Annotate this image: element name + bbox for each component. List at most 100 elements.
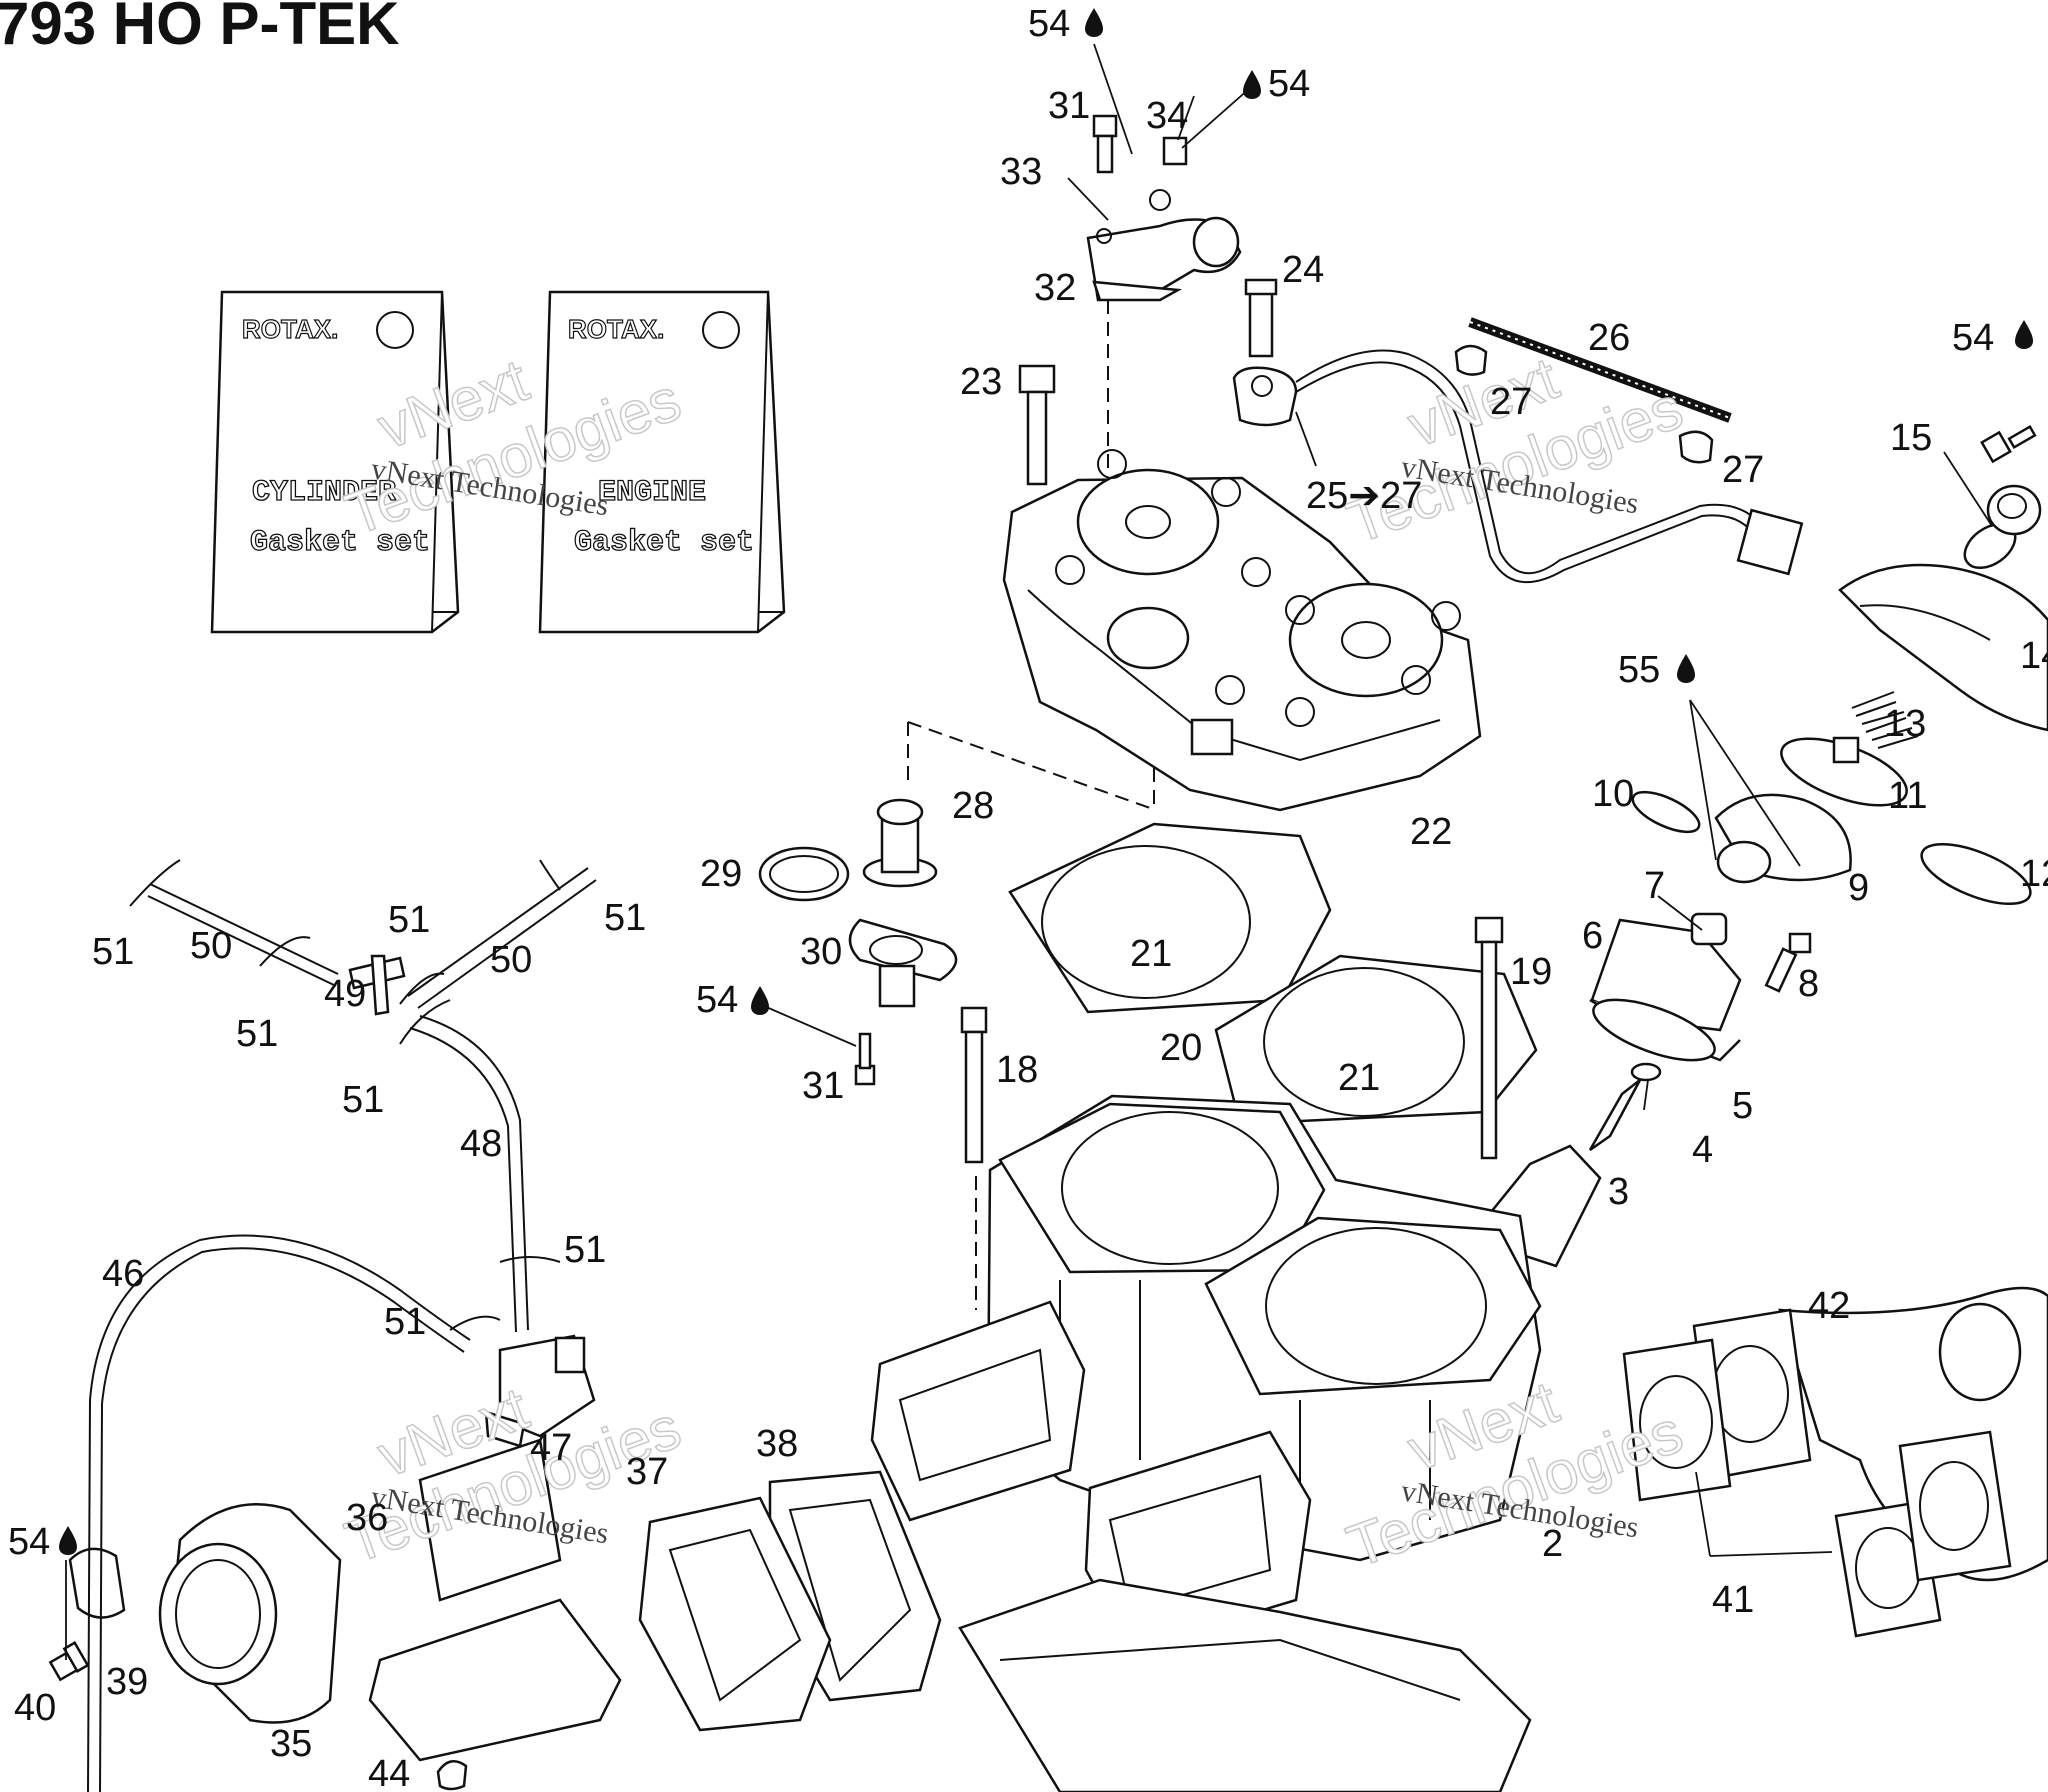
spring-13 xyxy=(1851,691,1919,749)
exhaust-gasket-41-d xyxy=(1898,1430,2012,1582)
callout-47: 47 xyxy=(530,1427,572,1469)
callout-22: 22 xyxy=(1410,811,1452,853)
reed-gasket-37 xyxy=(638,1496,832,1732)
fitting-15 xyxy=(1963,484,2042,570)
callout-2: 2 xyxy=(1542,1523,1563,1565)
callout-39: 39 xyxy=(106,1661,148,1703)
oring-29 xyxy=(758,846,850,902)
callout-23: 23 xyxy=(960,361,1002,403)
callout-36: 36 xyxy=(346,1497,388,1539)
callout-21: 21 xyxy=(1338,1057,1380,1099)
bag-brand: ROTAX. xyxy=(242,314,338,344)
screw-54-right xyxy=(1980,424,2037,464)
callout-49: 49 xyxy=(324,973,366,1015)
callout-24: 24 xyxy=(1282,249,1324,291)
callout-33: 33 xyxy=(1000,151,1042,193)
callout-8: 8 xyxy=(1798,963,1819,1005)
bag-subtitle: Gasket set xyxy=(250,526,430,560)
callout-34: 34 xyxy=(1146,95,1188,137)
valve-actuator-6 xyxy=(1589,912,1742,1062)
engine-gasket-set-bag: ROTAX. ENGINE Gasket set xyxy=(538,290,786,634)
bag-brand: ROTAX. xyxy=(568,314,664,344)
valve-housing-14 xyxy=(1838,563,2048,732)
callout-27: 27 xyxy=(1722,449,1764,491)
head-gasket-21-upper xyxy=(1008,822,1332,1014)
callout-25-27: 25➔27 xyxy=(1306,475,1422,517)
callout-51: 51 xyxy=(564,1229,606,1271)
callout-35: 35 xyxy=(270,1723,312,1765)
clip-51-set xyxy=(129,859,561,1331)
oring-12 xyxy=(1920,842,2032,906)
callout-54: 54 xyxy=(1268,63,1310,105)
hose-46 xyxy=(87,1234,471,1792)
callout-50: 50 xyxy=(490,939,532,981)
callout-54: 54 xyxy=(8,1521,50,1563)
oring-10 xyxy=(1631,790,1701,834)
callout-6: 6 xyxy=(1582,915,1603,957)
carb-flange-35 xyxy=(158,1503,342,1724)
callout-21: 21 xyxy=(1130,933,1172,975)
solenoid-valve-47 xyxy=(484,1334,596,1448)
screw-8 xyxy=(1764,932,1812,993)
bag-title: ENGINE xyxy=(598,476,706,510)
callout-7: 7 xyxy=(1644,865,1665,907)
exhaust-gasket-41-b xyxy=(1622,1338,1732,1502)
bolt-31-mid xyxy=(854,1032,876,1086)
stud-19 xyxy=(1474,916,1504,1160)
callout-51: 51 xyxy=(384,1301,426,1343)
water-outlet-housing xyxy=(1086,189,1242,302)
callout-9: 9 xyxy=(1848,867,1869,909)
hose-48 xyxy=(409,1015,529,1333)
drop-icon xyxy=(1677,654,1695,683)
tee-fitting-49 xyxy=(348,954,406,1016)
callout-32: 32 xyxy=(1034,267,1076,309)
callout-13: 13 xyxy=(1884,703,1926,745)
callout-31: 31 xyxy=(1048,85,1090,127)
bolt-40 xyxy=(48,1641,90,1682)
callout-11: 11 xyxy=(1888,775,1927,817)
callout-10: 10 xyxy=(1592,773,1634,815)
callout-14: 14 xyxy=(2020,635,2048,677)
callout-54: 54 xyxy=(1952,317,1994,359)
drop-icon xyxy=(751,986,769,1015)
callout-30: 30 xyxy=(800,931,842,973)
callout-28: 28 xyxy=(952,785,994,827)
callout-51: 51 xyxy=(342,1079,384,1121)
knock-sensor xyxy=(1232,278,1804,584)
callout-31: 31 xyxy=(802,1065,844,1107)
reed-valve-block-left xyxy=(870,1300,1086,1522)
cover-30 xyxy=(848,918,958,1008)
callout-41: 41 xyxy=(1712,1579,1754,1621)
fitting-34 xyxy=(1162,136,1188,166)
clip-44 xyxy=(436,1759,468,1791)
crankcase-gasket xyxy=(958,1578,1532,1792)
callout-55: 55 xyxy=(1618,649,1660,691)
callout-18: 18 xyxy=(996,1049,1038,1091)
bag-subtitle: Gasket set xyxy=(574,526,754,560)
clamp-39 xyxy=(68,1547,126,1619)
callout-26: 26 xyxy=(1588,317,1630,359)
callout-4: 4 xyxy=(1692,1129,1713,1171)
bag-title: CYLINDER xyxy=(252,476,396,510)
thermostat-28 xyxy=(862,798,938,888)
cylinder-head xyxy=(1002,449,1482,812)
drop-icon xyxy=(1243,70,1261,99)
callout-51: 51 xyxy=(388,899,430,941)
callout-3: 3 xyxy=(1608,1171,1629,1213)
tube-50-left xyxy=(147,883,339,987)
callout-51: 51 xyxy=(236,1013,278,1055)
tube-50-right xyxy=(407,867,597,1009)
callout-54: 54 xyxy=(696,979,738,1021)
drop-icon xyxy=(59,1526,77,1555)
callout-19: 19 xyxy=(1510,951,1552,993)
callout-44: 44 xyxy=(368,1753,410,1792)
callout-38: 38 xyxy=(756,1423,798,1465)
cylinder-block xyxy=(986,1094,1542,1562)
callout-50: 50 xyxy=(190,925,232,967)
callout-37: 37 xyxy=(626,1451,668,1493)
drop-icon xyxy=(1085,8,1103,37)
spring-26 xyxy=(1468,317,1732,423)
valve-9 xyxy=(1714,793,1852,884)
callout-46: 46 xyxy=(102,1253,144,1295)
